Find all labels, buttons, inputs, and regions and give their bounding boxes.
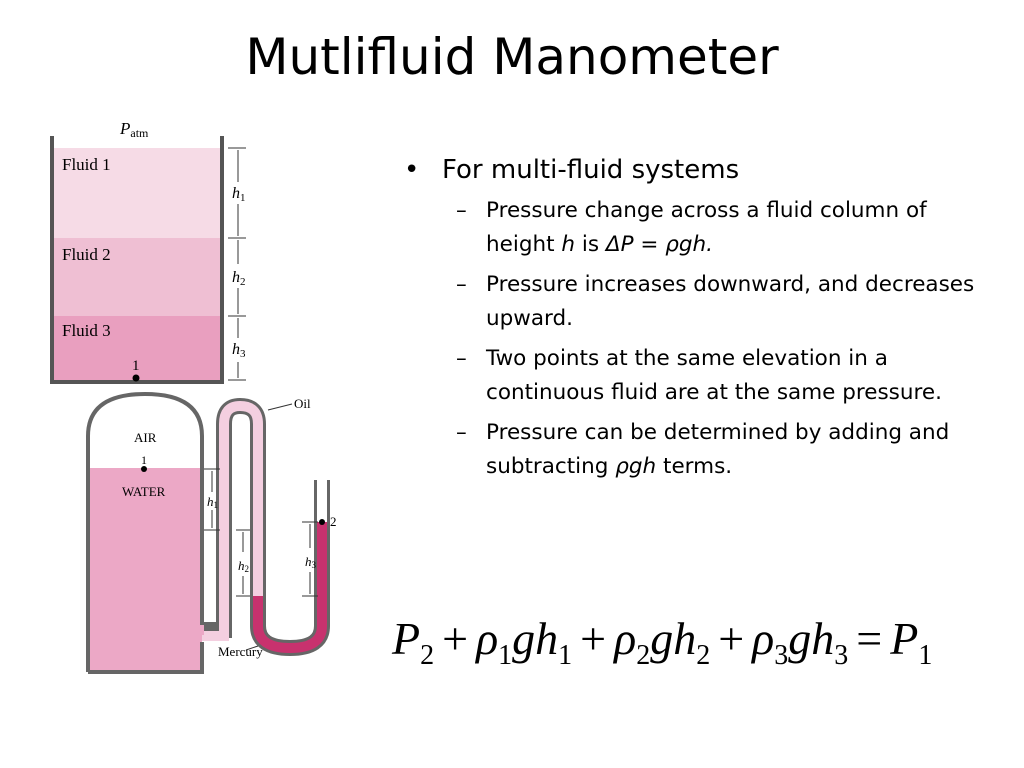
fluid3-layer: [54, 316, 220, 380]
h3-label: h3: [232, 341, 246, 360]
oil-fill: [202, 400, 263, 641]
sub-bullet-1: – Pressure change across a fluid column …: [456, 194, 980, 262]
bullet-main-text: For multi-fluid systems: [442, 155, 740, 185]
h1b-label: h1: [207, 494, 218, 510]
fluid1-label: Fluid 1: [62, 155, 111, 174]
point-1b-marker: [141, 466, 147, 472]
dash-icon: –: [456, 272, 467, 297]
tank-wall: [50, 136, 224, 384]
multifluid-tank: Patm Fluid 1 Fluid 2 Fluid 3 1 h1 h2 h3: [50, 119, 246, 384]
dash-icon: –: [456, 420, 467, 445]
manometer-dimensions: [204, 468, 318, 597]
height-dimensions: [228, 147, 246, 381]
fluid1-layer: [54, 148, 220, 238]
h1-label: h1: [232, 185, 246, 204]
h2-label: h2: [232, 269, 246, 288]
bullet-main: • For multi-fluid systems: [400, 152, 980, 188]
water-fill: [88, 468, 202, 672]
point-2-label: 2: [330, 514, 337, 529]
h2b-label: h2: [238, 558, 249, 574]
mercury-label: Mercury: [218, 644, 263, 659]
tank-wall-bottom: [86, 391, 204, 674]
patm-label: Patm: [119, 119, 149, 140]
bullet-list: • For multi-fluid systems – Pressure cha…: [400, 152, 980, 484]
oil-mercury-manometer: AIR WATER 1 2 Oil Mercury h1 h2 h3: [86, 391, 337, 674]
point-1-marker: [132, 374, 140, 382]
air-label: AIR: [134, 430, 157, 445]
sub-bullet-2: – Pressure increases downward, and decre…: [456, 268, 980, 336]
water-label: WATER: [122, 484, 166, 499]
oil-label: Oil: [294, 396, 311, 411]
point-1-label: 1: [132, 358, 140, 374]
mercury-fill: [253, 522, 327, 654]
sub-bullet-4: – Pressure can be determined by adding a…: [456, 416, 980, 484]
h3b-label: h3: [305, 554, 317, 570]
manometer-diagram: Patm Fluid 1 Fluid 2 Fluid 3 1 h1 h2 h3: [50, 119, 337, 674]
fluid2-label: Fluid 2: [62, 245, 111, 264]
fluid2-layer: [54, 238, 220, 316]
pressure-equation: P2+ρ1gh1+ρ2gh2+ρ3gh3=P1: [392, 613, 933, 671]
point-2-marker: [319, 519, 325, 525]
dash-icon: –: [456, 198, 467, 223]
bullet-dot-icon: •: [404, 155, 420, 185]
point-1b-label: 1: [141, 453, 147, 467]
slide-title: Mutlifluid Manometer: [245, 28, 779, 86]
sub-bullet-3: – Two points at the same elevation in a …: [456, 342, 980, 410]
fluid3-label: Fluid 3: [62, 321, 111, 340]
dash-icon: –: [456, 346, 467, 371]
